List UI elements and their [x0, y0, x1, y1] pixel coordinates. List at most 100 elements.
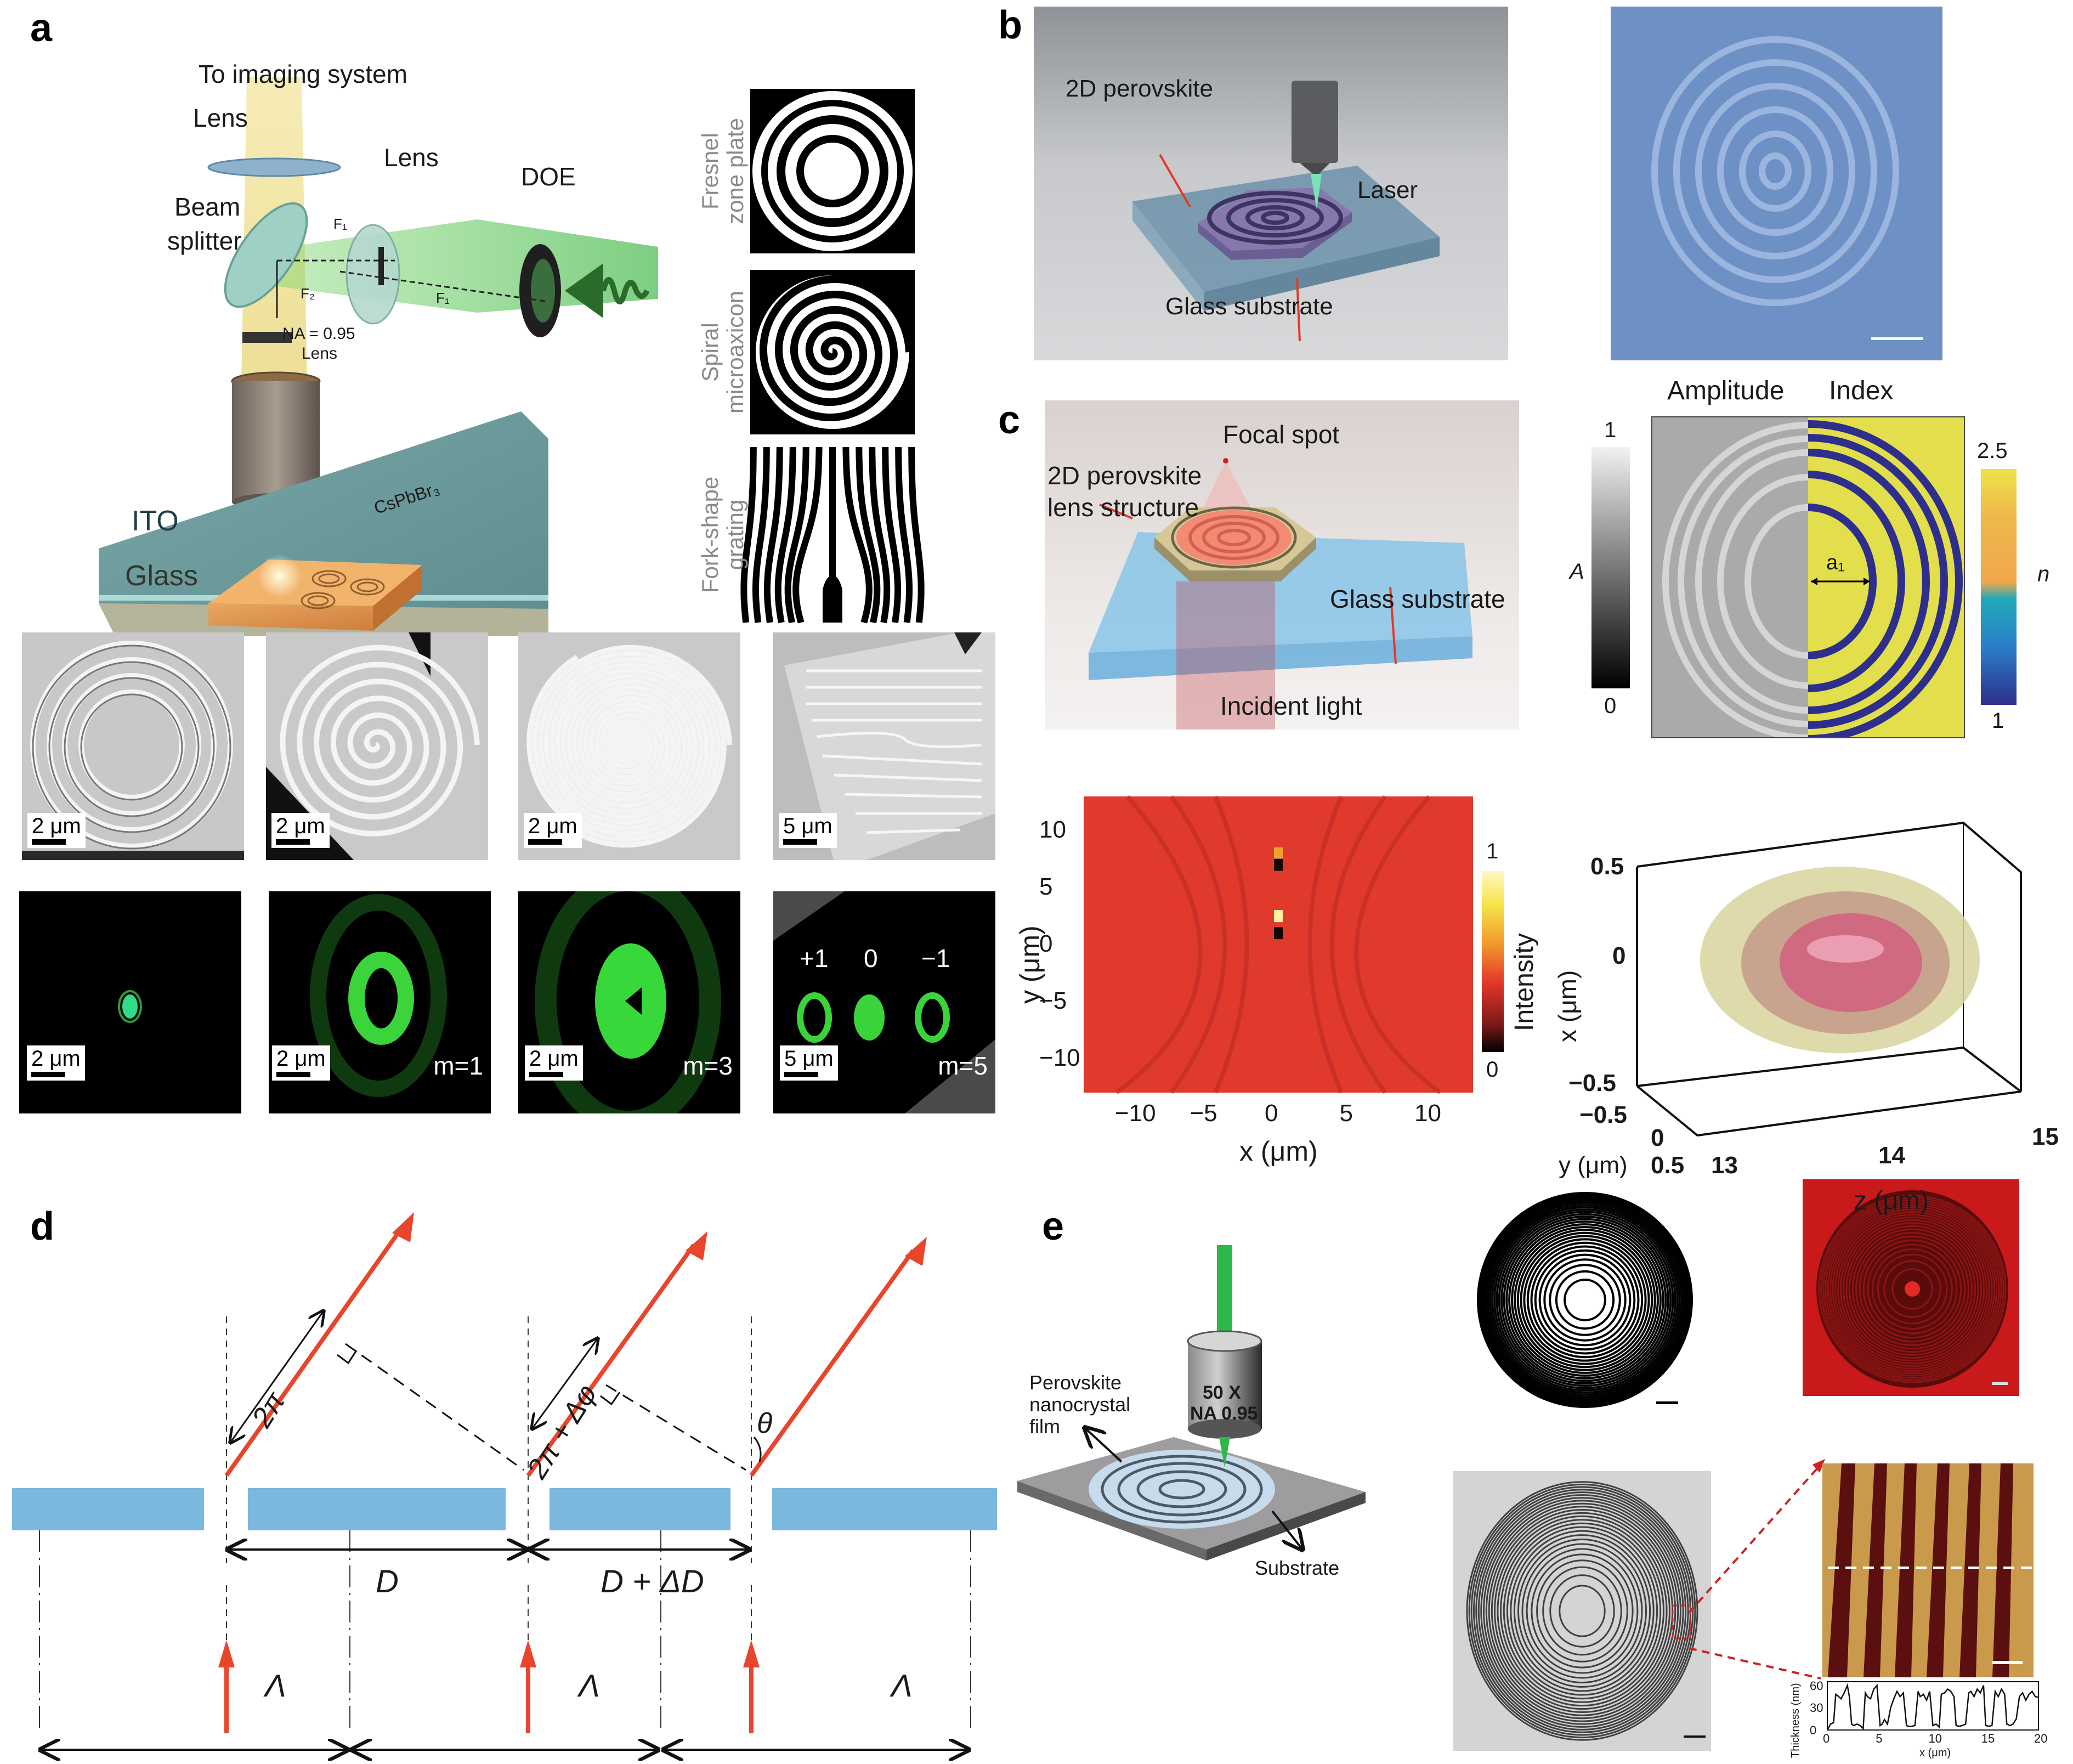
thickness-x-tick: 10: [1928, 1732, 1942, 1745]
fork-grating: [740, 446, 925, 624]
scalebar: 5 μm: [780, 1045, 838, 1081]
label-f2: F₂: [301, 285, 315, 302]
colorbar-label: Intensity: [1510, 933, 1539, 1031]
mode-label: m=1: [433, 1051, 483, 1080]
fork-line: [882, 446, 902, 623]
zone-ring: [1543, 1258, 1627, 1342]
zone-ring: [1481, 1196, 1689, 1404]
scalebar: 2 μm: [27, 1045, 85, 1081]
iso-y-tick: 0: [1651, 1124, 1664, 1151]
mask-label-spiral-line-2: microaxicon: [722, 290, 748, 414]
heatmap-x-tick: 5: [1339, 1100, 1353, 1127]
zone-ring: [1848, 1225, 1976, 1353]
zone-ring: [1837, 1213, 1988, 1365]
zone-ring: [1842, 1219, 1983, 1359]
zone-ring: [1494, 1512, 1670, 1710]
heatmap-y-tick: 10: [1039, 816, 1066, 844]
heatmap-hotspot: [1274, 858, 1283, 871]
zone-ring: [1477, 1494, 1687, 1728]
fork-line: [740, 447, 757, 623]
zone-ring: [1834, 1211, 1990, 1367]
zone-ring: [1542, 1566, 1622, 1656]
heatmap-y-tick: 5: [1039, 873, 1053, 901]
isosurface-inner: [1780, 913, 1922, 1012]
sem-image-spiral-3: 2 μm: [518, 632, 740, 860]
fork-line: [856, 446, 881, 624]
iso-x-tick: 0: [1612, 942, 1626, 969]
mid-lens: [346, 224, 400, 325]
c-label-lens-1: 2D perovskite: [1047, 461, 1202, 490]
zone-ring: [1531, 1553, 1634, 1669]
zone-ring: [1839, 1216, 1985, 1362]
zone-ring: [1506, 1526, 1658, 1696]
e-label-objective-1: 50 X: [1203, 1382, 1241, 1403]
iso-ylabel: y (μm): [1559, 1152, 1628, 1179]
zone-ring: [1483, 1500, 1681, 1722]
heatmap-xlabel: x (μm): [1239, 1136, 1318, 1167]
spiral-curve: [760, 275, 913, 421]
intensity-heatmap: [1084, 795, 1473, 1095]
label-lambda-2: Λ: [579, 1668, 600, 1704]
heatmap-hotspot: [1274, 927, 1283, 940]
e-label-objective-2: NA 0.95: [1190, 1403, 1258, 1424]
zone-ring: [1510, 1530, 1655, 1692]
zone-ring: [1475, 1491, 1689, 1731]
zone-ring: [1479, 1194, 1691, 1406]
arrow-to-perovskite: [1159, 154, 1191, 208]
beam-splitter: [224, 202, 308, 308]
zone-ring: [1520, 1235, 1650, 1365]
ito-substrate: [99, 411, 548, 636]
sem-image-fork: 5 μm: [773, 632, 995, 860]
zone-ring: [1466, 1481, 1698, 1741]
iso-z-tick: 15: [2032, 1123, 2059, 1150]
thickness-x-tick: 5: [1876, 1732, 1883, 1745]
zone-ring: [1827, 1203, 1998, 1375]
fork-line: [869, 446, 891, 624]
label-beam-1: Beam: [174, 193, 241, 221]
optical-image-m1: 2 μm m=1: [269, 891, 491, 1113]
e-zone-plate-design: [1477, 1192, 1693, 1408]
mask-label-fresnel-line-2: zone plate: [722, 118, 748, 224]
zone-ring: [1491, 1206, 1679, 1394]
heatmap-hotspot: [1274, 847, 1283, 860]
zone-ring: [1485, 1502, 1679, 1720]
iso-xlabel: z (μm): [1854, 1186, 1929, 1215]
iso-z-tick: 14: [1878, 1142, 1905, 1169]
label-beam-2: splitter: [167, 227, 242, 255]
iso-x-tick: 0.5: [1590, 853, 1624, 880]
order-minus-1: −1: [921, 944, 950, 973]
phase-gradient-diagram: [12, 1212, 997, 1764]
zone-ring: [1859, 1235, 1966, 1343]
zone-ring: [1877, 1253, 1948, 1325]
thickness-plot: [1826, 1681, 2039, 1731]
zone-ring: [1523, 1238, 1647, 1362]
heatmap-y-tick: 0: [1039, 930, 1053, 957]
optical-image-focus: 2 μm: [19, 891, 241, 1113]
zone-ring: [1505, 1220, 1664, 1379]
zone-ring: [1851, 1228, 1973, 1350]
b-label-laser: Laser: [1357, 177, 1418, 203]
mode-label: m=5: [938, 1051, 988, 1080]
order-plus-1: +1: [800, 944, 829, 973]
zone-ring: [1488, 1506, 1676, 1716]
amp-index-plot: [1651, 416, 1965, 738]
zone-ring: [1516, 1231, 1653, 1369]
zone-ring: [1513, 1534, 1651, 1688]
isosurface-plot: [1636, 821, 2022, 1137]
fork-line: [895, 447, 913, 623]
zone-ring: [1872, 1248, 1953, 1330]
zone-ring: [1493, 1208, 1676, 1392]
zone-ring: [1555, 1270, 1615, 1330]
mask-label-spiral: Spiral microaxicon: [697, 270, 748, 434]
order-0: 0: [864, 944, 878, 973]
zoom-arrows: [1688, 1459, 1825, 1680]
amp-colorbar: [1591, 447, 1630, 688]
b-fabrication-render: 2D perovskite Laser Glass substrate: [1034, 7, 1508, 360]
zone-ring: [1867, 1243, 1958, 1335]
label-f1-a: F₁: [333, 216, 347, 232]
sem-spiral-curve: [526, 644, 732, 848]
label-ito: ITO: [132, 505, 179, 537]
fork-line: [763, 446, 783, 623]
label-to-imaging: To imaging system: [199, 60, 407, 88]
index-colorbar: [1981, 469, 2017, 705]
